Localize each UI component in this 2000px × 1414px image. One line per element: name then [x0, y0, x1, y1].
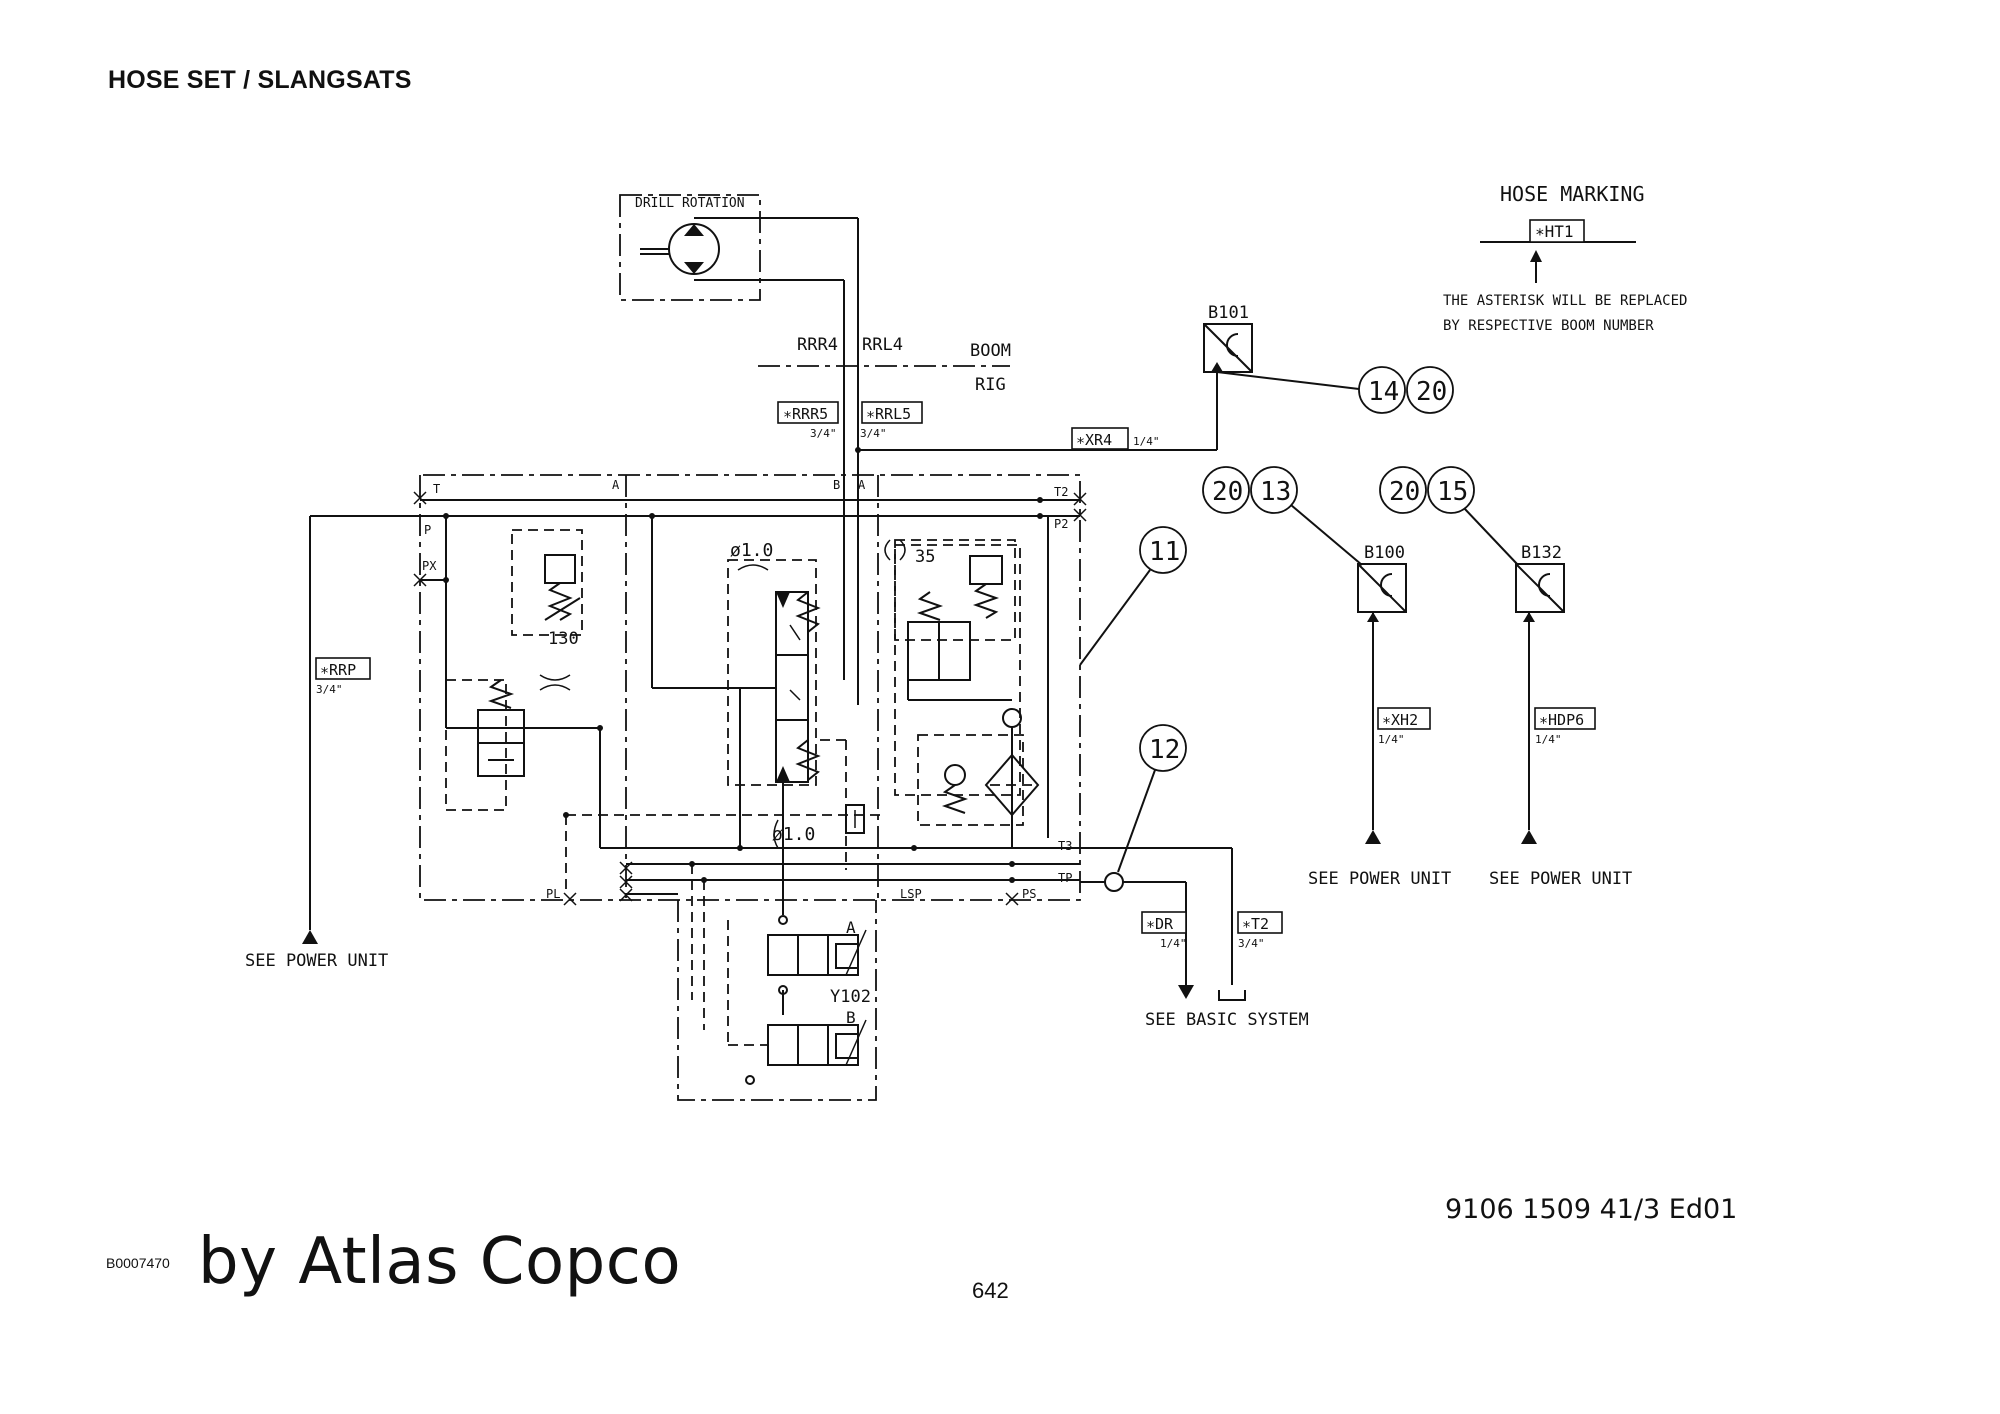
drill-rotation-motor: DRILL ROTATION	[619, 194, 858, 301]
page-title: HOSE SET / SLANGSATS	[108, 66, 412, 94]
svg-text:13: 13	[1260, 477, 1291, 507]
svg-text:HOSE MARKING: HOSE MARKING	[1500, 182, 1645, 206]
rrl4-label: RRL4	[862, 335, 903, 355]
page-number: 642	[972, 1278, 1009, 1303]
see-power-unit-b132: SEE POWER UNIT	[1489, 869, 1632, 889]
svg-text:THE ASTERISK WILL BE REPLACED: THE ASTERISK WILL BE REPLACED	[1443, 293, 1687, 309]
svg-text:20: 20	[1416, 377, 1447, 407]
document-number: 9106 1509 41/3 Ed01	[1445, 1194, 1738, 1225]
valve-block: T P PX A B A T2 P2 T3 TP PL LSP PS	[245, 474, 1309, 1101]
svg-text:BY RESPECTIVE BOOM NUMBER: BY RESPECTIVE BOOM NUMBER	[1443, 318, 1654, 334]
svg-text:LSP: LSP	[900, 887, 922, 901]
hose-tag-xr4: ∗XR4 1/4"	[1071, 427, 1160, 450]
sensor-b132: 20 15 B132 ∗HDP6 1/4" SEE POWER UNIT	[1379, 466, 1632, 889]
see-power-unit-left: SEE POWER UNIT	[245, 951, 388, 971]
see-power-unit-b100: SEE POWER UNIT	[1308, 869, 1451, 889]
hose-tag-xh2: ∗XH2	[1382, 711, 1418, 729]
hose-tag-rrp: ∗RRP	[320, 661, 356, 679]
svg-text:T: T	[433, 482, 440, 496]
svg-text:B132: B132	[1521, 543, 1562, 563]
svg-text:A: A	[612, 478, 620, 492]
svg-text:PS: PS	[1022, 887, 1036, 901]
svg-text:15: 15	[1437, 477, 1468, 507]
hose-tag-t2: ∗T2	[1242, 915, 1269, 933]
svg-text:T3: T3	[1058, 839, 1072, 853]
svg-text:3/4": 3/4"	[860, 427, 887, 440]
svg-text:35: 35	[915, 547, 935, 567]
sensor-b101: B101 14 20	[1203, 303, 1454, 414]
boom-rig-divider: RRR4 RRL4 BOOM RIG	[758, 335, 1011, 395]
svg-text:14: 14	[1368, 377, 1399, 407]
see-basic-system: SEE BASIC SYSTEM	[1145, 1010, 1309, 1030]
svg-text:130: 130	[548, 629, 579, 649]
figure-id: B0007470	[106, 1255, 170, 1271]
svg-text:∗RRL5: ∗RRL5	[866, 405, 911, 423]
svg-text:∗HT1: ∗HT1	[1535, 222, 1574, 241]
sensor-b100: 20 13 B100 ∗XH2 1/4" SEE POWER UNIT	[1202, 466, 1451, 889]
hose-tag-rrl5: ∗RRL5 3/4"	[860, 401, 923, 440]
hose-tag-dr: ∗DR	[1146, 915, 1174, 933]
svg-text:TP: TP	[1058, 871, 1072, 885]
svg-text:∗XR4: ∗XR4	[1076, 431, 1112, 449]
svg-text:P2: P2	[1054, 517, 1068, 531]
svg-text:3/4": 3/4"	[810, 427, 837, 440]
svg-text:P: P	[424, 523, 431, 537]
hose-tag-rrr5: ∗RRR5 3/4"	[777, 401, 839, 440]
svg-text:20: 20	[1389, 477, 1420, 507]
svg-text:1/4": 1/4"	[1378, 733, 1405, 746]
boom-label: BOOM	[970, 341, 1011, 361]
solenoid-valve-y102: A Y102 B	[727, 915, 871, 1085]
drill-rotation-label: DRILL ROTATION	[635, 196, 745, 211]
rig-label: RIG	[975, 375, 1006, 395]
callout-12: 12	[1149, 735, 1180, 765]
svg-text:PL: PL	[546, 887, 560, 901]
callout-11: 11	[1149, 537, 1180, 567]
svg-text:∗RRR5: ∗RRR5	[783, 405, 828, 423]
hose-tag-hdp6: ∗HDP6	[1539, 711, 1584, 729]
svg-text:3/4": 3/4"	[1238, 937, 1265, 950]
svg-text:PX: PX	[422, 559, 437, 573]
svg-text:B101: B101	[1208, 303, 1249, 323]
svg-text:3/4": 3/4"	[316, 683, 343, 696]
svg-text:20: 20	[1212, 477, 1243, 507]
hose-marking-legend: HOSE MARKING ∗HT1 THE ASTERISK WILL BE R…	[1443, 182, 1687, 334]
svg-text:1/4": 1/4"	[1160, 937, 1187, 950]
svg-text:A: A	[858, 478, 866, 492]
svg-text:B100: B100	[1364, 543, 1405, 563]
svg-text:B: B	[846, 1008, 856, 1027]
svg-text:ø1.0: ø1.0	[772, 824, 815, 845]
rrr4-label: RRR4	[797, 335, 838, 355]
svg-text:ø1.0: ø1.0	[730, 540, 773, 561]
svg-text:1/4": 1/4"	[1133, 435, 1160, 448]
svg-text:B: B	[833, 478, 840, 492]
svg-text:Y102: Y102	[830, 987, 871, 1007]
brand-tagline: by Atlas Copco	[198, 1225, 682, 1299]
svg-text:A: A	[846, 918, 856, 937]
svg-text:T2: T2	[1054, 485, 1068, 499]
svg-text:1/4": 1/4"	[1535, 733, 1562, 746]
